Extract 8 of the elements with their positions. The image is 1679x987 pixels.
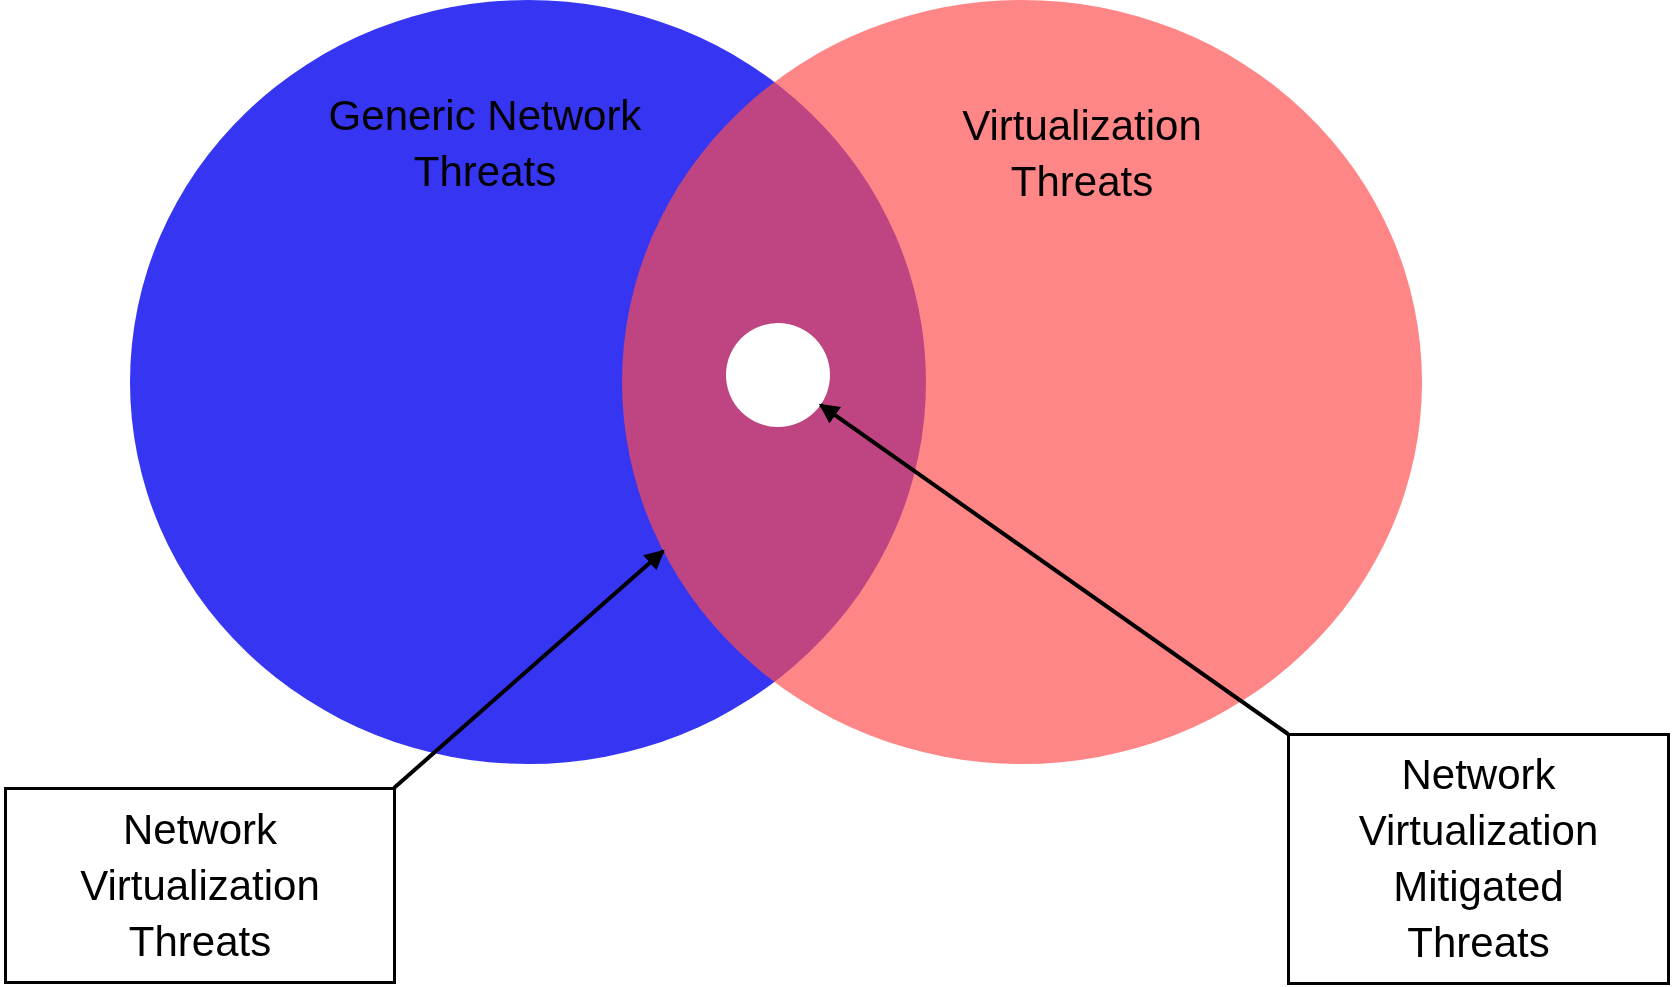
callout-text: Network Virtualization Threats (79, 804, 321, 967)
callout-box (1287, 733, 1670, 985)
circle-label: Virtualization Threats (961, 101, 1203, 207)
callout-box (4, 787, 396, 984)
leader-arrow (392, 549, 665, 790)
circle-label: Generic Network Threats (327, 91, 643, 197)
callout-text: Network Virtualization Mitigated Threats (1357, 750, 1600, 968)
leader-arrow (818, 403, 1290, 736)
